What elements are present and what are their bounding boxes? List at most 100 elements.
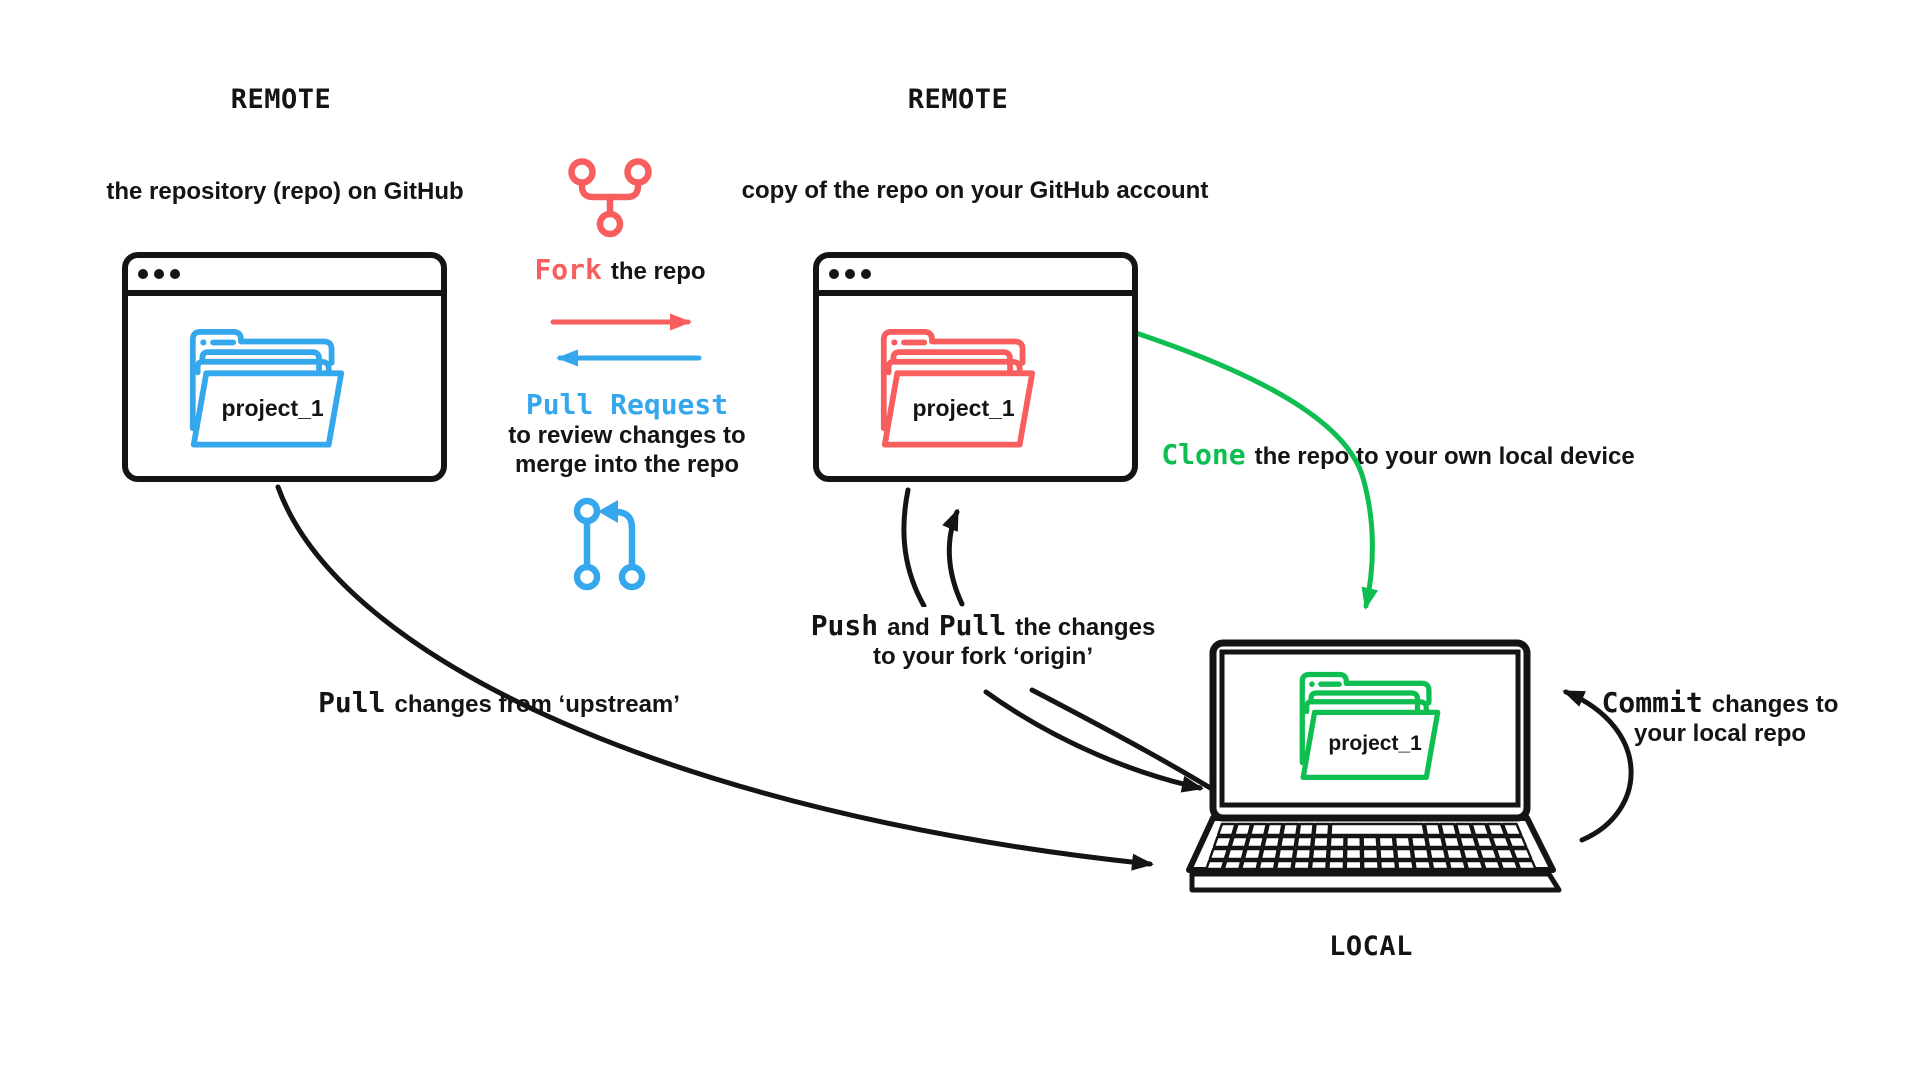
pull-upstream-arrow [275, 484, 1154, 871]
laptop-key [1409, 835, 1429, 849]
fork-repo-window: project_1 [813, 252, 1138, 482]
laptop-key [1249, 822, 1268, 837]
laptop-key [1262, 835, 1282, 849]
laptop-key [1486, 822, 1507, 837]
folder-label: project_1 [221, 395, 324, 421]
pull-keyword: Pull [938, 609, 1007, 642]
window-dot [845, 269, 855, 279]
pull-request-keyword: Pull Request [525, 388, 729, 421]
laptop-key [1259, 847, 1279, 861]
laptop-key [1439, 822, 1459, 837]
laptop-key [1506, 835, 1528, 849]
upstream-repo-window: project_1 [122, 252, 447, 482]
local-heading: LOCAL [1329, 931, 1413, 962]
laptop-base [1189, 871, 1562, 893]
laptop-key [1328, 835, 1346, 849]
push-pull-annotation: Push and Pull the changes to your fork ‘… [804, 607, 1162, 673]
commit-rest: changes to [1711, 691, 1839, 718]
laptop-key [1312, 835, 1330, 849]
laptop-key [1295, 835, 1314, 849]
laptop-key [1245, 835, 1266, 849]
fork-icon [568, 158, 652, 238]
folder-label: project_1 [912, 395, 1015, 421]
folder-label: project_1 [1328, 732, 1422, 755]
window-titlebar [819, 258, 1132, 296]
laptop-key [1232, 822, 1253, 837]
window-dot [829, 269, 839, 279]
pull-upstream-keyword: Pull [318, 686, 386, 719]
laptop-key [1411, 847, 1431, 861]
laptop-key [1309, 859, 1329, 871]
laptop-key [1216, 822, 1237, 837]
laptop-key [1461, 847, 1482, 861]
laptop-key [1212, 835, 1233, 849]
repo-folder-fork: project_1 [878, 328, 1038, 449]
laptop-key [1274, 859, 1294, 871]
laptop-key [1442, 835, 1462, 849]
window-titlebar [128, 258, 441, 296]
repo-folder-local: project_1 [1297, 671, 1443, 782]
pull-origin-arrow [983, 689, 1204, 793]
remote-heading-right: REMOTE [907, 84, 1009, 115]
laptop-key [1310, 847, 1329, 861]
right-window-caption: copy of the repo on your GitHub account [741, 177, 1209, 204]
repo-folder-upstream: project_1 [187, 328, 347, 449]
laptop-key [1501, 822, 1523, 837]
laptop-key [1454, 822, 1475, 837]
laptop-key [1240, 859, 1260, 871]
window-dot [861, 269, 871, 279]
pull-upstream-annotation: Pull changes from ‘upstream’ [312, 684, 686, 721]
laptop-key [1481, 859, 1502, 871]
fork-rest: the repo [610, 258, 706, 285]
clone-keyword: Clone [1161, 438, 1246, 471]
laptop-key [1393, 835, 1412, 849]
laptop-key [1292, 859, 1311, 871]
laptop-key [1265, 822, 1284, 837]
laptop-key [1276, 847, 1296, 861]
folder-icon [880, 328, 1036, 448]
folder-icon [189, 328, 345, 448]
laptop-key [1344, 859, 1363, 871]
window-dot [154, 269, 164, 279]
laptop-key [1329, 822, 1427, 837]
pull-request-line3: merge into the repo [514, 451, 740, 478]
pull-upstream-rest: changes from ‘upstream’ [394, 691, 680, 718]
laptop-key [1257, 859, 1277, 871]
laptop-key [1494, 847, 1516, 861]
pull-request-line2: to review changes to [508, 422, 746, 449]
laptop-key [1447, 859, 1468, 871]
clone-annotation: Clone the repo to your own local device [1155, 436, 1641, 473]
laptop-key [1428, 847, 1448, 861]
laptop-key [1396, 859, 1415, 871]
laptop-key [1281, 822, 1300, 837]
push-pull-and: and [887, 614, 930, 641]
laptop-key [1444, 847, 1465, 861]
commit-keyword: Commit [1601, 686, 1703, 719]
pull-request-icon [573, 497, 646, 591]
laptop-key [1242, 847, 1263, 861]
laptop-key [1511, 847, 1533, 861]
fork-keyword: Fork [534, 253, 602, 286]
laptop-key [1361, 847, 1380, 861]
push-pull-rest: the changes [1015, 614, 1156, 641]
push-origin-arrow [942, 508, 965, 607]
laptop-key [1430, 859, 1450, 871]
laptop-key [1379, 859, 1398, 871]
fork-annotation: Fork the repo [534, 253, 705, 286]
pull-origin-curve-top [901, 487, 927, 609]
laptop-key [1327, 847, 1346, 861]
laptop-key [1361, 859, 1380, 871]
laptop-key [1313, 822, 1331, 837]
laptop-key [1474, 835, 1495, 849]
push-pull-line2: to your fork ‘origin’ [873, 643, 1093, 670]
laptop-key [1378, 847, 1397, 861]
commit-annotation: Commit changes to your local repo [1602, 686, 1839, 748]
laptop-key [1423, 822, 1443, 837]
laptop-key [1377, 835, 1396, 849]
laptop-key [1478, 847, 1499, 861]
laptop-key [1345, 835, 1363, 849]
folder-icon [1299, 671, 1441, 781]
laptop-key [1458, 835, 1478, 849]
commit-line2: your local repo [1633, 720, 1807, 747]
